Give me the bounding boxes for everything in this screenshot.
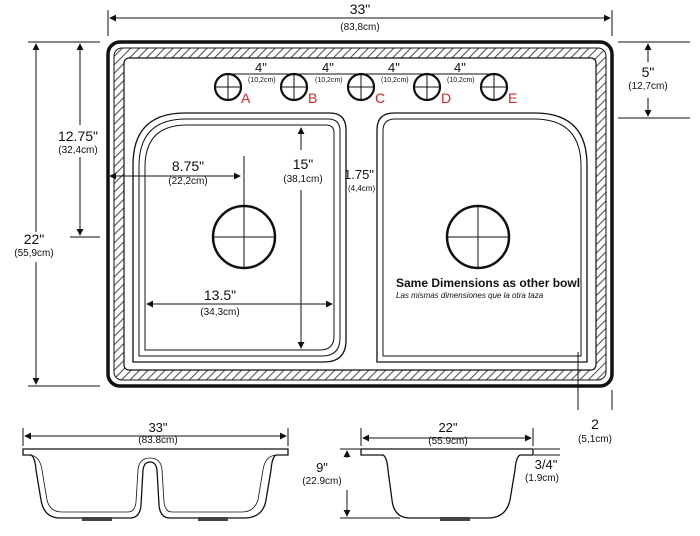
right-bowl [376, 112, 588, 363]
same-dimensions-note-es: Las mismas dimensiones que la otra taza [396, 291, 544, 300]
front-width-label: 33" [148, 420, 167, 435]
overall-width-label: 33" [350, 1, 371, 17]
overall-width-metric: (83,8cm) [340, 22, 379, 33]
bowl-length-label: 15" [293, 156, 314, 172]
front-drain-right [198, 517, 228, 521]
side-view: 22" (55.9cm) 9" (22.9cm) 3/4" (1.9cm) [302, 420, 560, 521]
sink-deck [123, 57, 597, 371]
left-drain [211, 204, 277, 270]
dim-overall-height: 22" (55,9cm) [14, 41, 100, 387]
faucet-holes: A B C D E 4" (10,2cm) 4" (10,2cm) 4" (10… [213, 60, 517, 106]
dim-overall-width: 33" (83,8cm) [107, 1, 613, 36]
hole-spacing-ab-metric: (10,2cm) [248, 77, 276, 84]
dim-deck-edge: 2 (5,1cm) [577, 352, 613, 445]
to-drain-label: 12.75" [58, 128, 98, 144]
hole-label-c: C [375, 90, 385, 106]
faucet-ledge-label: 5" [642, 64, 655, 80]
overall-height-metric: (55,9cm) [14, 248, 53, 259]
hole-spacing-cd-metric: (10,2cm) [381, 77, 409, 84]
top-view: A B C D E 4" (10,2cm) 4" (10,2cm) 4" (10… [14, 1, 690, 445]
to-drain-metric: (32,4cm) [58, 145, 97, 156]
dim-drain-offset: 8.75" (22,2cm) [109, 156, 245, 205]
side-drain [440, 517, 470, 521]
front-drain-left [82, 517, 112, 521]
dim-to-drain: 12.75" (32,4cm) [58, 43, 100, 238]
hole-d [412, 72, 442, 102]
hole-c [346, 72, 376, 102]
hole-label-b: B [308, 90, 317, 106]
hole-spacing-de-metric: (10,2cm) [447, 77, 475, 84]
same-dimensions-note: Same Dimensions as other bowl [396, 276, 580, 290]
hole-spacing-cd: 4" [388, 60, 400, 75]
bowl-width-label: 13.5" [204, 287, 236, 303]
side-rim-label: 3/4" [535, 457, 558, 472]
hole-spacing-bc-metric: (10,2cm) [315, 77, 343, 84]
front-view: 33" (83.8cm) [22, 420, 289, 521]
front-width-metric: (83.8cm) [138, 435, 177, 446]
faucet-ledge-metric: (12,7cm) [628, 81, 667, 92]
side-width-metric: (55.9cm) [428, 436, 467, 447]
front-profile [22, 448, 289, 519]
side-depth-metric: (22.9cm) [302, 476, 341, 487]
side-depth-label: 9" [316, 460, 328, 475]
hole-label-d: D [441, 90, 451, 106]
dim-bowl-length: 15" (38,1cm) [283, 127, 323, 349]
side-rim-metric: (1.9cm) [525, 473, 559, 484]
dim-bowl-width: 13.5" (34,3cm) [146, 287, 333, 318]
divider-metric: (4,4cm) [348, 184, 375, 193]
dim-divider: 1.75" (4,4cm) [344, 167, 375, 193]
hole-label-a: A [241, 90, 251, 106]
dim-faucet-ledge: 5" (12,7cm) [618, 41, 690, 119]
right-drain [445, 204, 511, 270]
drain-offset-metric: (22,2cm) [168, 176, 207, 187]
drain-offset-label: 8.75" [172, 158, 204, 174]
side-width-label: 22" [438, 420, 457, 435]
hole-label-e: E [508, 90, 517, 106]
hole-spacing-ab: 4" [255, 60, 267, 75]
hole-e [479, 72, 509, 102]
side-profile [360, 448, 534, 519]
divider-label: 1.75" [344, 167, 374, 182]
hole-b [279, 72, 309, 102]
hole-a [213, 72, 243, 102]
left-bowl [132, 112, 347, 363]
deck-edge-label: 2 [591, 416, 599, 432]
hole-spacing-de: 4" [454, 60, 466, 75]
hole-spacing-bc: 4" [322, 60, 334, 75]
bowl-length-metric: (38,1cm) [283, 174, 322, 185]
deck-edge-metric: (5,1cm) [578, 434, 612, 445]
bowl-width-metric: (34,3cm) [200, 307, 239, 318]
overall-height-label: 22" [24, 231, 45, 247]
